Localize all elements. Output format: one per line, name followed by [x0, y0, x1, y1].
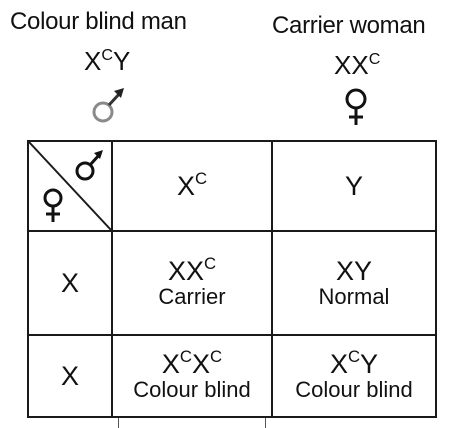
male-gamete-header-2: Y — [271, 140, 437, 232]
punnett-square: XC Y X X XXC Carrier XY Normal XCXC Colo… — [27, 140, 437, 418]
offspring-cell-r1c2: XY Normal — [271, 230, 437, 336]
corner-cell — [27, 140, 113, 232]
offspring-phenotype: Colour blind — [133, 377, 251, 403]
corner-female-symbol-icon — [43, 188, 63, 222]
offspring-phenotype: Normal — [318, 284, 390, 310]
male-parent-genotype: XCY — [84, 46, 131, 76]
male-gamete-header-1: XC — [111, 140, 273, 232]
offspring-genotype: XCXC — [161, 347, 223, 379]
offspring-cell-r2c1: XCXC Colour blind — [111, 334, 273, 418]
offspring-genotype: XXC — [167, 254, 217, 286]
male-parent-label: Colour blind man — [10, 8, 187, 35]
offspring-genotype: XY — [335, 255, 373, 286]
female-parent-genotype: XXC — [334, 50, 381, 80]
female-gamete-header-1: X — [27, 230, 113, 336]
offspring-cell-r1c1: XXC Carrier — [111, 230, 273, 336]
bottom-tick — [265, 418, 266, 428]
female-gamete-header-2: X — [27, 334, 113, 418]
offspring-phenotype: Carrier — [158, 284, 226, 310]
offspring-genotype: XCY — [329, 347, 379, 379]
offspring-phenotype: Colour blind — [295, 377, 413, 403]
offspring-cell-r2c2: XCY Colour blind — [271, 334, 437, 418]
corner-male-symbol-icon — [75, 150, 103, 181]
male-symbol-icon — [92, 88, 124, 123]
female-symbol-icon — [345, 88, 367, 125]
corner-diagonal — [28, 141, 112, 231]
female-parent-label: Carrier woman — [272, 12, 426, 39]
bottom-tick — [118, 418, 119, 428]
